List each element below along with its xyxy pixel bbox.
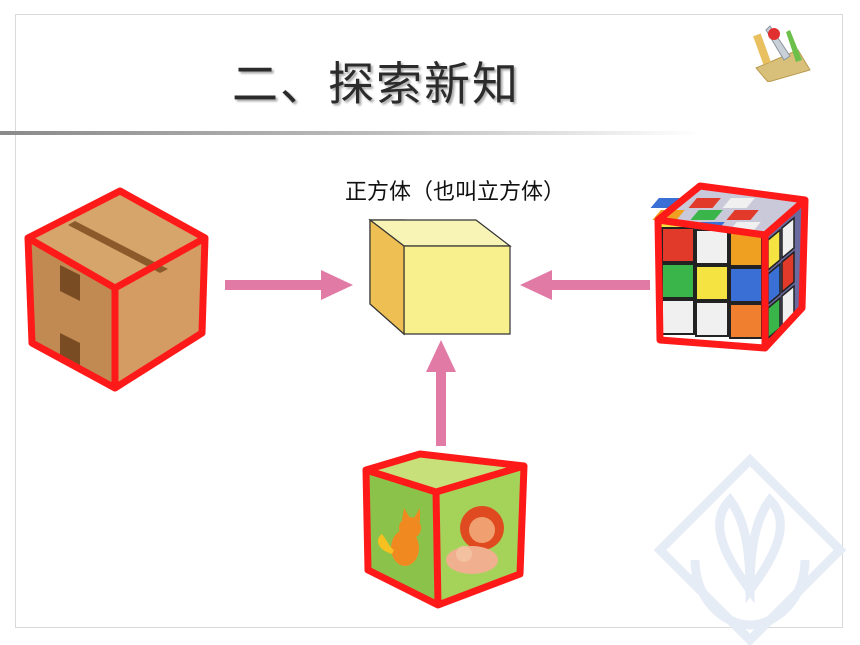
picture-cube [362, 450, 528, 609]
page-title: 二、探索新知 [232, 57, 520, 111]
fox-icon [377, 508, 421, 566]
arrow-right [225, 270, 353, 300]
tools-icon [753, 25, 811, 82]
title-divider [0, 131, 700, 135]
rubiks-cube [650, 182, 809, 352]
arrow-up [426, 340, 456, 446]
sprout-hands-icon [653, 453, 847, 645]
arrow-left [520, 270, 650, 300]
cube-caption: 正方体（也叫立方体） [345, 180, 566, 205]
lion-icon [446, 506, 504, 574]
yellow-cube [368, 218, 512, 336]
cardboard-box [24, 187, 209, 392]
